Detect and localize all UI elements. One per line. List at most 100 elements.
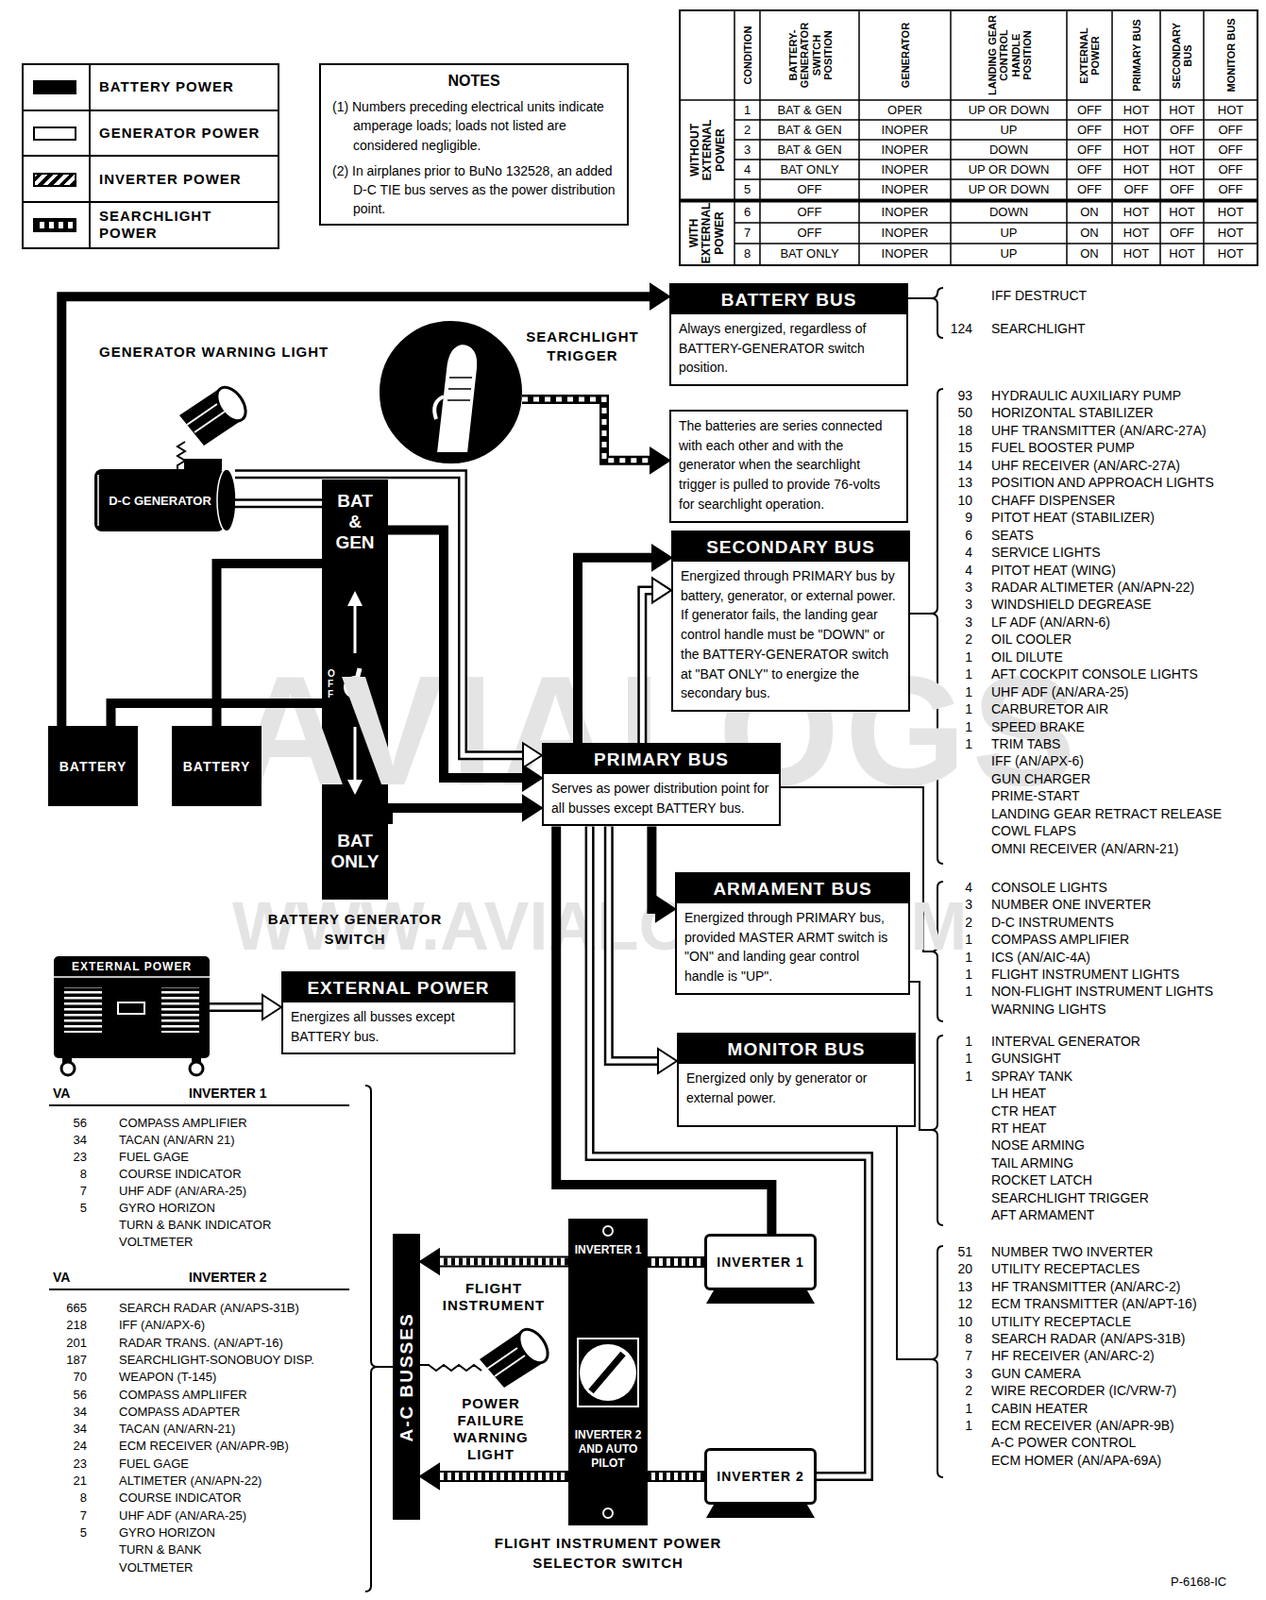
load-name: ECM HOMER (AN/APA-69A)	[991, 1452, 1162, 1469]
table-cell: UP	[950, 243, 1067, 264]
warning-lamp	[186, 404, 225, 433]
table-cell: BAT & GEN	[759, 139, 860, 160]
selector-switch-panel	[590, 1353, 624, 1392]
column-header: VA	[52, 1269, 70, 1286]
amp-load: 665	[43, 1300, 87, 1317]
load-name: WIRE RECORDER (IC/VRW-7)	[991, 1383, 1177, 1400]
table-cell: UP OR DOWN	[950, 100, 1067, 120]
wire-stroke	[577, 557, 655, 743]
table-header: LANDING GEAR CONTROL HANDLE POSITION	[951, 13, 1066, 99]
load-name: SPEED BRAKE	[991, 719, 1085, 736]
amp-load: 4	[944, 562, 973, 579]
table-group-label: WITHOUT EXTERNAL POWER	[681, 103, 733, 196]
table-cell: BAT & GEN	[759, 119, 860, 140]
amp-load: 1	[944, 719, 973, 736]
wire-stroke	[61, 296, 653, 726]
amp-load: 56	[43, 1387, 87, 1403]
wire-stroke	[437, 1258, 569, 1266]
amp-load: 3	[944, 579, 973, 596]
load-name: FLIGHT INSTRUMENT LIGHTS	[991, 966, 1180, 983]
wire-stroke	[388, 529, 525, 778]
amp-load: 8	[944, 1331, 973, 1348]
arrowhead	[523, 742, 542, 768]
load-name: ECM RECEIVER (AN/APR-9B)	[991, 1417, 1175, 1435]
wire-stroke	[647, 1472, 705, 1481]
load-name: NOSE ARMING	[991, 1137, 1085, 1154]
generator-body	[94, 458, 237, 532]
table-cell: OFF	[1203, 139, 1258, 160]
bus-heading: EXTERNAL POWER	[283, 973, 514, 1003]
load-name: ECM TRANSMITTER (AN/APT-16)	[991, 1296, 1198, 1313]
bus-feed-line	[49, 298, 931, 1368]
table-header: EXTERNAL POWER	[1067, 13, 1112, 99]
column-header: VA	[52, 1085, 70, 1102]
selector-switch-panel	[579, 1344, 637, 1402]
load-name: TACAN (AN/ARN 21)	[118, 1132, 236, 1148]
load-name: FUEL BOOSTER PUMP	[991, 439, 1135, 456]
node-label: BATTERY	[183, 759, 252, 775]
amp-load: 124	[944, 320, 973, 338]
load-name: POSITION AND APPROACH LIGHTS	[991, 474, 1215, 491]
bracket	[930, 1246, 944, 1478]
load-name: COURSE INDICATOR	[118, 1490, 242, 1506]
bracket	[930, 1035, 944, 1226]
load-name: UHF RECEIVER (AN/ARC-27A)	[991, 457, 1181, 474]
node-label: D-C GENERATOR	[101, 493, 219, 508]
wire-stroke	[209, 1005, 265, 1011]
warning-lamp	[177, 382, 252, 470]
external-power-unit	[118, 1002, 145, 1014]
selector-switch-panel	[568, 1218, 648, 1526]
load-name: OIL COOLER	[991, 631, 1072, 648]
node-label: INVERTER 1	[570, 1243, 646, 1258]
amp-load: 23	[43, 1456, 87, 1472]
load-name: GUNSIGHT	[991, 1050, 1062, 1067]
table-cell: HOT	[1203, 243, 1258, 264]
amp-load: 8	[43, 1166, 87, 1182]
bracket	[365, 1085, 378, 1592]
table-cell: OFF	[1160, 222, 1204, 243]
battery-generator-switch: BAT & GENOFFBAT ONLYBATTERY GENERATOR SW…	[321, 479, 389, 900]
amp-load: 1	[944, 1050, 973, 1067]
node-label: BATTERY GENERATOR SWITCH	[241, 909, 469, 949]
legend-swatch	[33, 126, 77, 141]
callout-label: GENERATOR WARNING LIGHT	[99, 343, 329, 361]
table-cell: UP OR DOWN	[950, 159, 1067, 180]
load-name: ECM RECEIVER (AN/APR-9B)	[118, 1438, 289, 1454]
amp-load: 5	[43, 1525, 87, 1541]
table-cell: INOPER	[859, 243, 951, 264]
amp-load: 1	[944, 701, 973, 718]
load-name: PRIME-START	[991, 788, 1081, 805]
legend-frame	[22, 64, 279, 249]
amp-load: 1	[944, 949, 973, 966]
amp-load: 3	[944, 596, 973, 613]
connector	[647, 1476, 705, 1478]
wire-stroke	[388, 808, 525, 825]
wire-stroke	[437, 1470, 569, 1483]
bus-heading: BATTERY BUS	[671, 285, 907, 315]
table-group-label: WITH EXTERNAL POWER	[681, 205, 733, 261]
table-cell: HOT	[1203, 202, 1258, 222]
table-cell: BAT ONLY	[759, 159, 860, 180]
table-cell: 5	[734, 179, 760, 200]
table-cell: HOT	[1112, 202, 1161, 222]
connector	[420, 1464, 569, 1489]
load-name: UTILITY RECEPTACLE	[991, 1314, 1131, 1331]
external-power-unit	[161, 987, 200, 1033]
arrowhead	[650, 448, 670, 473]
load-name: NUMBER ONE INVERTER	[991, 896, 1151, 913]
load-name: COMPASS AMPLIFIER	[118, 1115, 248, 1131]
wire-stroke	[235, 473, 525, 756]
load-name: SPRAY TANK	[991, 1068, 1073, 1085]
bus-heading: SECONDARY BUS	[673, 532, 909, 562]
amp-load: 34	[43, 1132, 87, 1148]
load-name: LF ADF (AN/ARN-6)	[991, 614, 1111, 631]
load-name: SEARCHLIGHT TRIGGER	[991, 1190, 1149, 1207]
warning-lamp	[211, 382, 253, 427]
generator-body	[217, 469, 237, 532]
figure-number: P-6168-IC	[1170, 1574, 1227, 1590]
table-cell: HOT	[1160, 159, 1204, 180]
load-name: IFF (AN/APX-6)	[991, 753, 1084, 770]
amp-load: 1	[944, 1033, 973, 1050]
amp-load: 13	[944, 1279, 973, 1296]
node-label: INVERTER 1	[716, 1254, 804, 1270]
